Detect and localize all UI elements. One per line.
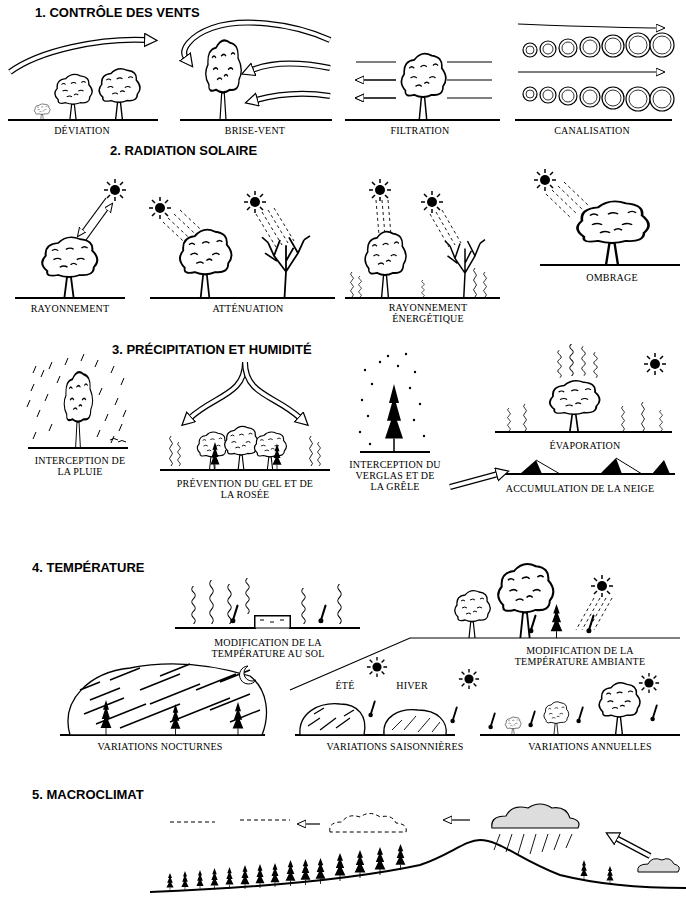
figure-caption: FILTRATION (389, 125, 452, 136)
section-heading: 5. MACROCLIMAT (30, 788, 146, 802)
figure-caption: ÉVAPORATION (548, 440, 623, 451)
figure-caption: BRISE-VENT (223, 125, 287, 136)
section-heading: 3. PRÉCIPITATION ET HUMIDITÉ (110, 343, 314, 357)
figure-caption: MODIFICATION DE LA TEMPÉRATURE AMBIANTE (498, 645, 662, 667)
figure-caption: DÉVIATION (52, 125, 112, 136)
figure-caption: ÉTÉ (334, 680, 357, 691)
figure-caption: ATTÉNUATION (210, 303, 285, 314)
figure-caption: RAYONNEMENT ÉNERGÉTIQUE (370, 302, 486, 324)
section-heading: 4. TEMPÉRATURE (30, 561, 146, 575)
figure-caption: ACCUMULATION DE LA NEIGE (504, 483, 656, 494)
figure-caption: VARIATIONS ANNUELLES (526, 741, 654, 752)
figure-caption: PRÉVENTION DU GEL ET DE LA ROSÉE (173, 478, 317, 500)
figure-caption: OMBRAGE (584, 272, 639, 283)
macroclimate-figure (150, 804, 686, 892)
temperature-figures (60, 564, 680, 735)
wind-control-figures (8, 23, 674, 120)
figure-caption: VARIATIONS SAISONNIÈRES (325, 741, 466, 752)
figure-caption: INTERCEPTION DE LA PLUIE (32, 455, 128, 477)
figure-caption: VARIATIONS NOCTURNES (95, 741, 224, 752)
section-heading: 1. CONTRÔLE DES VENTS (33, 6, 202, 20)
figure-caption: CANALISATION (552, 125, 632, 136)
section-heading: 2. RADIATION SOLAIRE (108, 144, 259, 158)
solar-radiation-figures (15, 169, 680, 298)
figure-caption: HIVER (394, 680, 430, 691)
figure-caption: RAYONNEMENT (29, 303, 112, 314)
figure-caption: MODIFICATION DE LA TEMPÉRATURE AU SOL (196, 637, 340, 659)
figure-caption: INTERCEPTION DU VERGLAS ET DE LA GRÊLE (347, 459, 443, 492)
